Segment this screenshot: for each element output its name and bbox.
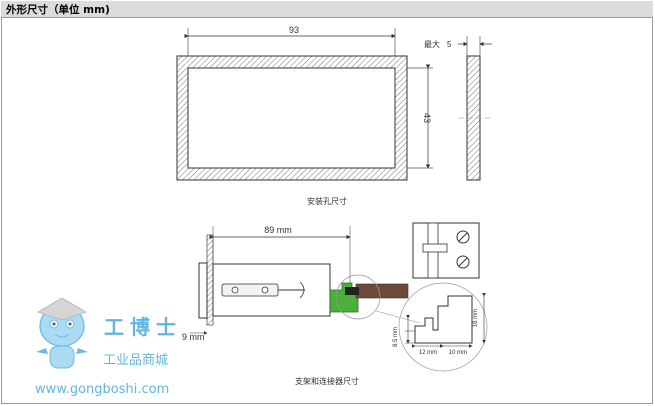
bracket-caption: 支架和连接器尺寸 [295,376,359,386]
side-view-drawing [458,36,492,181]
section-header: 外形尺寸（单位 mm) [1,1,653,18]
watermark-mascot-icon [36,297,88,369]
max-label: 最大 [424,39,440,49]
watermark-url: www.gongboshi.com [35,382,169,397]
height-dimension-label: 43 [422,113,432,123]
depth-dimension-label: 5 [447,40,452,49]
watermark-subtitle: 工业品商城 [103,353,168,368]
bracket-connector-drawing [190,222,488,372]
dim-10-label: 10 mm [449,350,467,356]
width-dimension-label: 93 [289,25,299,35]
panel-dimension-label: 9 mm [182,332,205,342]
watermark-brand: 工博士 [104,315,182,339]
dim-16-label: 16 mm [473,309,479,327]
cutout-caption: 安装孔尺寸 [307,196,347,206]
length-dimension-label: 89 mm [264,225,292,235]
dim-8-5-label: 8.5 mm [393,327,399,347]
section-title: 外形尺寸（单位 mm) [6,4,110,16]
cutout-frame-drawing [176,28,433,181]
dim-12-label: 12 mm [419,350,437,356]
